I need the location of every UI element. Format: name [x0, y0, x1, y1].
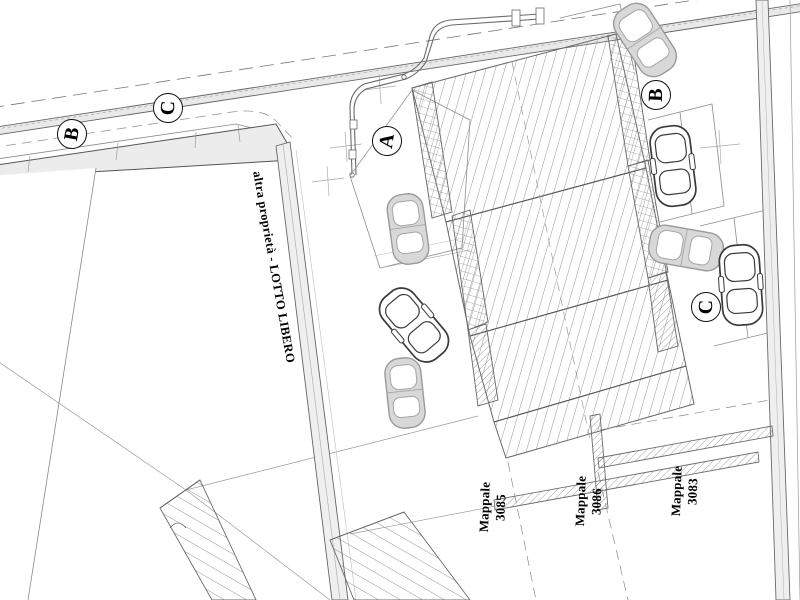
car-center-lower: [378, 287, 450, 363]
bottom-centre-building: [329, 511, 471, 600]
car-right-upper: [649, 124, 697, 208]
right-parcel-boundaries: [349, 0, 800, 600]
main-building: [411, 29, 695, 459]
car-right-lower: [717, 243, 764, 327]
bottom-left-building: [159, 479, 257, 600]
fence-posts: [348, 7, 545, 160]
left-parcel-lotto-libero: [0, 167, 479, 600]
survey-crosshairs: [311, 73, 741, 197]
car-right-mid: [647, 224, 725, 272]
car-bottom-left: [384, 357, 426, 429]
car-top-right: [612, 2, 678, 78]
top-roadway: [0, 0, 800, 135]
car-center-upper: [386, 193, 430, 265]
lotto-libero-boundary-wall: [275, 141, 357, 600]
